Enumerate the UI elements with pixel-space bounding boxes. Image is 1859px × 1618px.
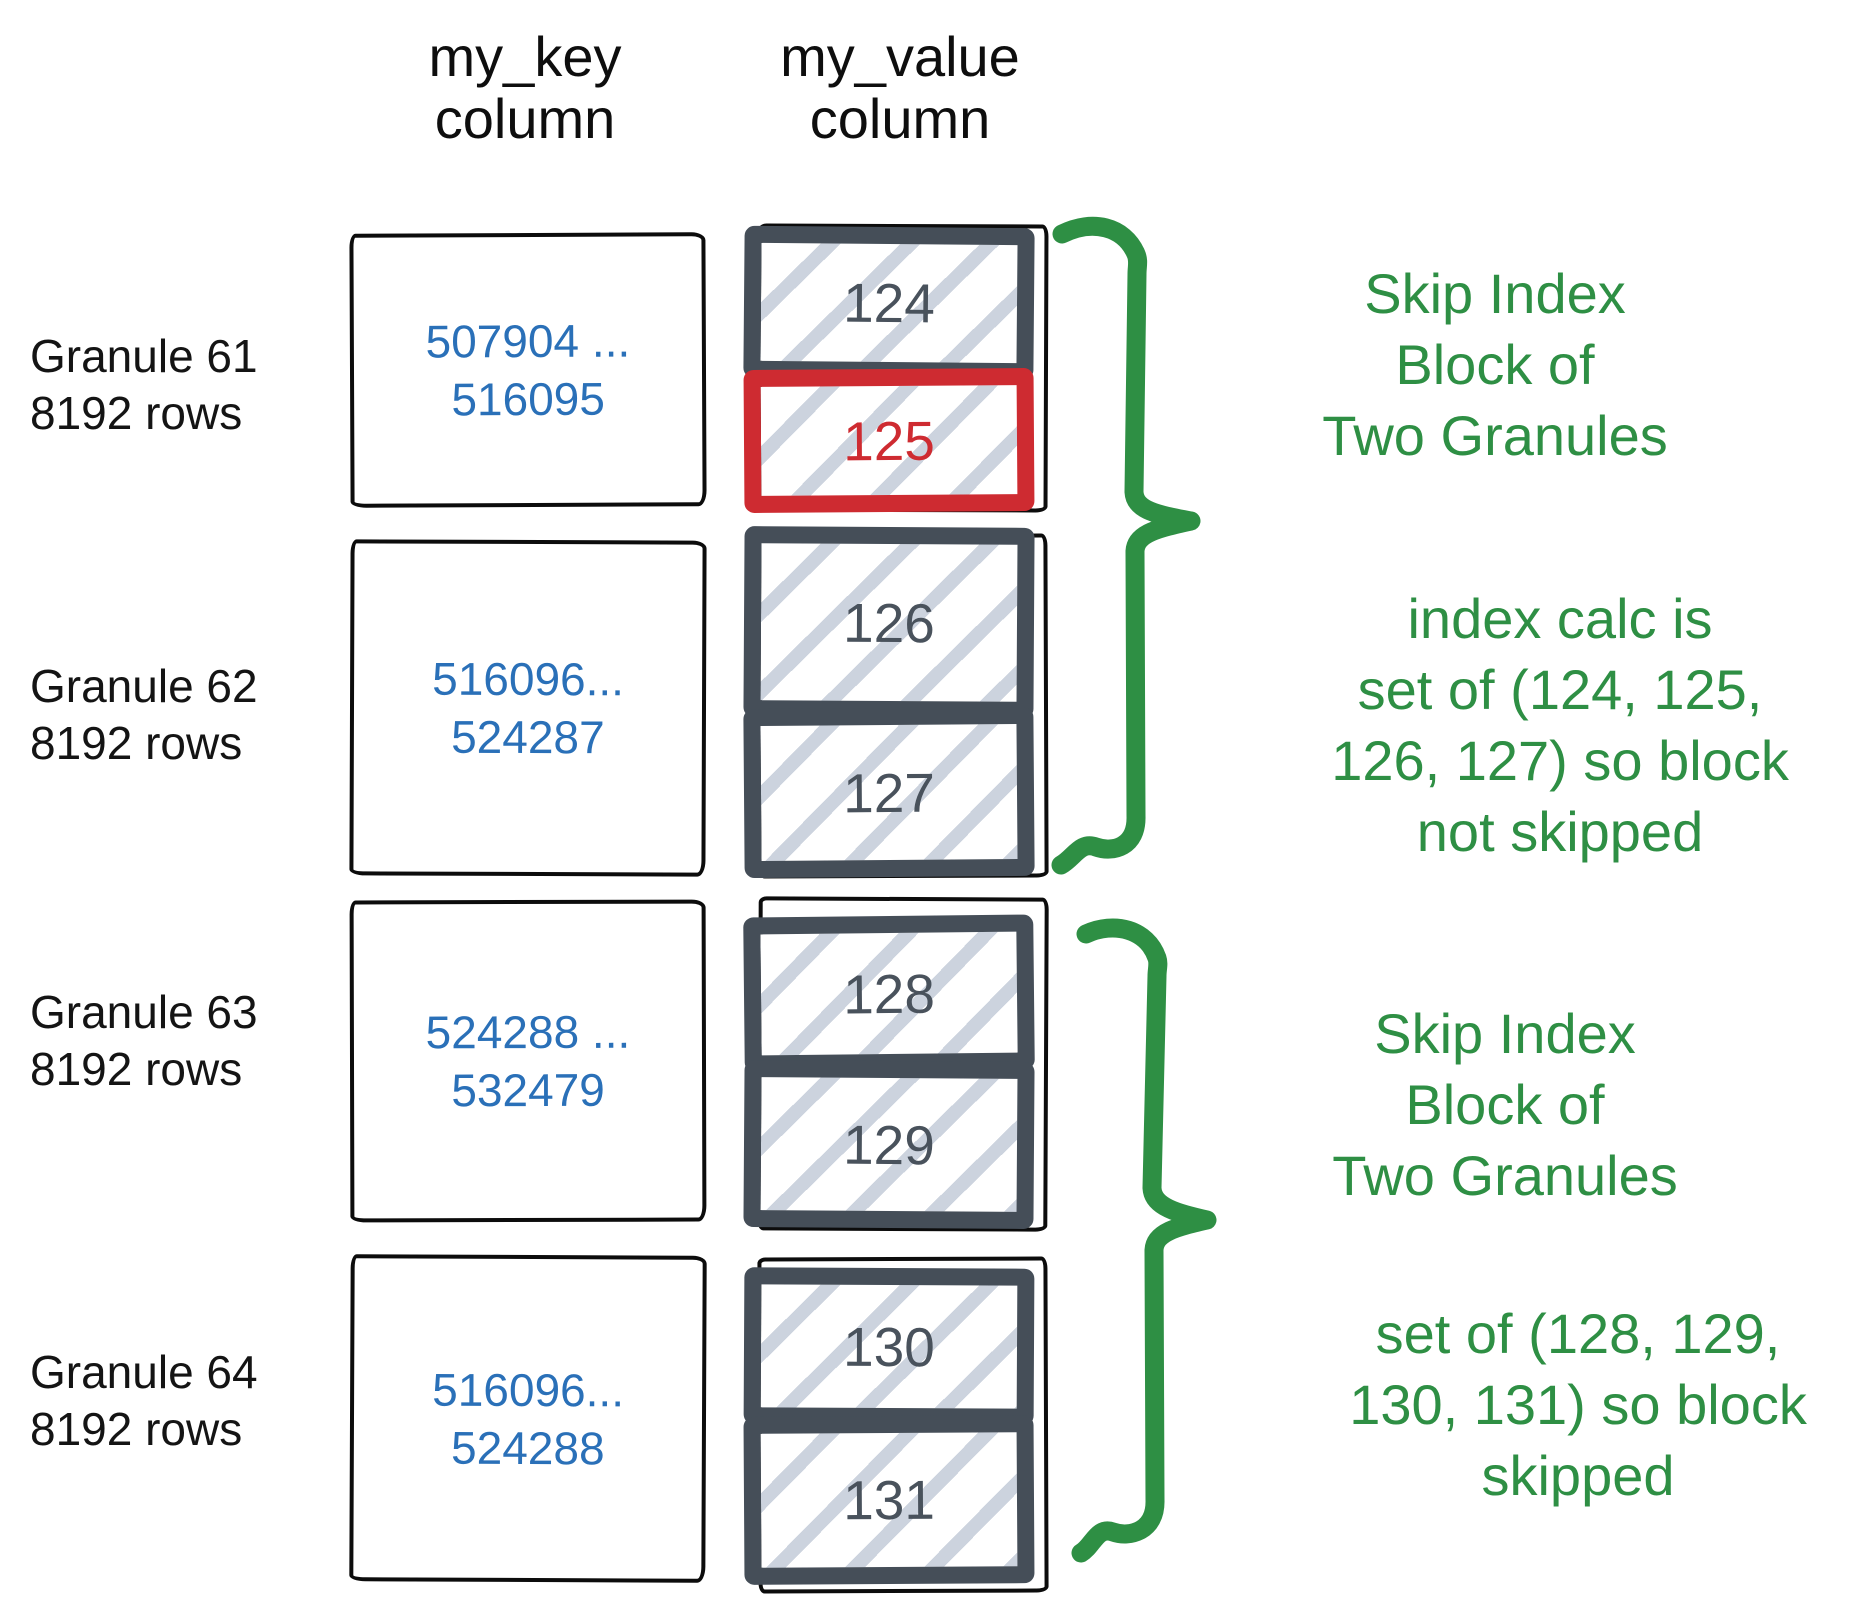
- value-block: 128: [743, 914, 1035, 1073]
- annotation-line: set of (128, 129,: [1375, 1302, 1781, 1365]
- granule-name: Granule 64: [30, 1346, 258, 1398]
- value-block: 129: [743, 1059, 1035, 1230]
- key-column-header: my_key column: [330, 26, 720, 150]
- annotation-line: Skip Index: [1374, 1002, 1636, 1065]
- granule-label: Granule 62 8192 rows: [30, 658, 330, 772]
- value-block-number: 124: [842, 271, 936, 335]
- annotation-skip-block-bottom: Skip Index Block of Two Granules: [1205, 998, 1805, 1211]
- key-column-header-line1: my_key: [428, 25, 622, 88]
- curly-brace-icon-bottom: [1071, 918, 1217, 1563]
- annotation-skip-block-top: Skip Index Block of Two Granules: [1195, 258, 1795, 471]
- key-range-from: 516096...: [432, 652, 625, 706]
- granule-name: Granule 63: [30, 986, 258, 1038]
- annotation-line: not skipped: [1416, 800, 1704, 863]
- annotation-line: Block of: [1405, 1073, 1605, 1136]
- value-block-number: 125: [842, 409, 936, 472]
- value-block: 124: [743, 225, 1035, 381]
- key-range-box: 516096... 524288: [349, 1254, 707, 1583]
- annotation-line: Two Granules: [1332, 1144, 1678, 1207]
- key-range-to: 524287: [451, 710, 605, 764]
- value-block: 130: [743, 1267, 1035, 1426]
- granule-rowcount: 8192 rows: [30, 387, 243, 439]
- value-column-header-line1: my_value: [780, 25, 1020, 88]
- value-block-number: 126: [842, 591, 936, 654]
- value-block-number: 130: [842, 1315, 936, 1378]
- value-block: 131: [743, 1415, 1035, 1585]
- value-block-number: 128: [842, 962, 936, 1025]
- annotation-line: index calc is: [1407, 587, 1713, 650]
- key-range-box: 507904 ... 516095: [349, 232, 707, 508]
- value-column-header-line2: column: [809, 87, 991, 150]
- key-range-from: 516096...: [432, 1363, 625, 1416]
- value-block-number: 129: [842, 1113, 936, 1176]
- value-block: 126: [743, 526, 1035, 719]
- value-block-number: 131: [842, 1468, 936, 1532]
- granule-rowcount: 8192 rows: [30, 1403, 243, 1455]
- annotation-index-calc-skipped: set of (128, 129, 130, 131) so block ski…: [1302, 1298, 1854, 1511]
- annotation-line: skipped: [1481, 1444, 1675, 1507]
- key-range-from: 524288 ...: [425, 1005, 631, 1059]
- granule-label: Granule 64 8192 rows: [30, 1344, 330, 1458]
- value-block-number: 127: [842, 761, 936, 824]
- key-range-to: 516095: [451, 372, 605, 426]
- annotation-line: Skip Index: [1364, 262, 1626, 325]
- key-range-to: 532479: [451, 1063, 605, 1117]
- annotation-line: 126, 127) so block: [1331, 729, 1789, 792]
- key-range-to: 524288: [451, 1421, 605, 1474]
- granule-label: Granule 63 8192 rows: [30, 984, 330, 1098]
- value-block-highlighted: 125: [743, 367, 1035, 514]
- granule-label: Granule 61 8192 rows: [30, 328, 330, 442]
- annotation-line: 130, 131) so block: [1349, 1373, 1807, 1436]
- key-column-header-line2: column: [434, 87, 616, 150]
- curly-brace-icon-top: [1051, 216, 1201, 875]
- granule-name: Granule 61: [30, 330, 258, 382]
- annotation-line: Two Granules: [1322, 404, 1668, 467]
- annotation-index-calc-not-skipped: index calc is set of (124, 125, 126, 127…: [1280, 583, 1840, 867]
- granule-name: Granule 62: [30, 660, 258, 712]
- value-block: 127: [743, 706, 1035, 879]
- annotation-line: set of (124, 125,: [1357, 658, 1763, 721]
- key-range-from: 507904 ...: [425, 314, 631, 368]
- annotation-line: Block of: [1395, 333, 1595, 396]
- granule-rowcount: 8192 rows: [30, 1043, 243, 1095]
- value-column-header: my_value column: [705, 26, 1095, 150]
- granule-rowcount: 8192 rows: [30, 717, 243, 769]
- key-range-box: 524288 ... 532479: [349, 899, 707, 1223]
- key-range-box: 516096... 524287: [349, 539, 707, 877]
